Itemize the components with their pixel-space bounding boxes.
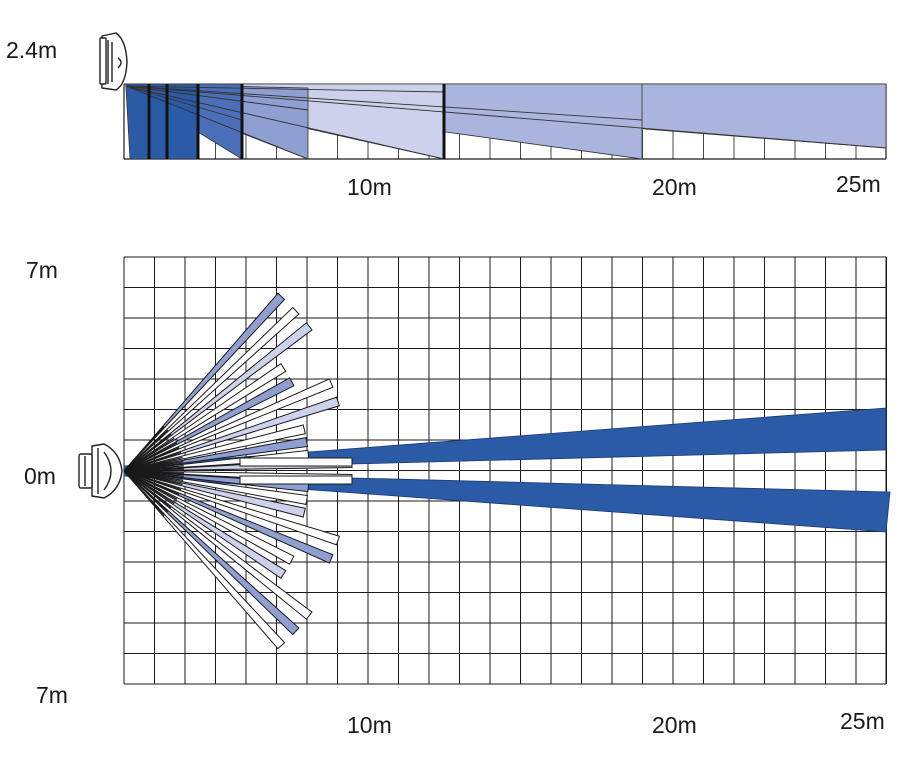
top-distance-label-10m: 10m <box>347 712 392 738</box>
side-zone-dark <box>125 83 199 160</box>
side-beam-line <box>125 85 643 121</box>
fan-beam-core <box>123 426 165 472</box>
side-distance-label-20m: 20m <box>652 174 697 200</box>
fan-center-bar <box>239 475 353 485</box>
side-beam-line <box>125 85 445 93</box>
fan-beam <box>123 470 309 505</box>
side-distance-label-25m: 25m <box>836 171 881 197</box>
fan-center-bar <box>239 457 353 467</box>
fan-beam-core <box>123 470 175 505</box>
width-top-label: 7m <box>26 257 58 283</box>
fan-beam-core <box>123 451 182 472</box>
side-distance-label-10m: 10m <box>347 174 392 200</box>
fan-beam-core <box>123 433 172 472</box>
fan-beam <box>123 424 306 472</box>
mounting-height-label: 2.4m <box>6 37 57 63</box>
fan-beam-core <box>123 442 178 472</box>
fan-beam <box>123 470 306 518</box>
fan-beam <box>123 437 309 472</box>
fan-beam-core <box>123 468 184 472</box>
fan-beam-core <box>123 470 178 500</box>
wide-angle-fan <box>123 292 353 650</box>
fan-beam-core <box>123 470 169 513</box>
fan-beam <box>123 470 341 546</box>
side-beam-line <box>125 85 243 121</box>
side-view-zones <box>125 83 887 160</box>
top-distance-label-20m: 20m <box>652 712 697 738</box>
fan-beam-core <box>123 470 182 491</box>
side-beam-line <box>125 85 309 160</box>
fan-beam-core <box>123 470 172 509</box>
top-view-grid <box>123 256 887 685</box>
center-line-label: 0m <box>24 463 56 489</box>
fan-beam-core <box>123 470 180 495</box>
fan-beam-core <box>123 470 183 486</box>
fan-beam <box>123 449 310 472</box>
side-beam-line <box>125 85 887 149</box>
fan-beam-core <box>123 429 169 472</box>
top-distance-label-25m: 25m <box>840 708 885 734</box>
fan-beam <box>123 470 334 564</box>
side-beam-line <box>125 85 309 111</box>
side-beam-line <box>125 85 445 160</box>
top-view: 7m 0m 7m 10m 20m 25m <box>24 256 891 738</box>
fan-beam <box>123 378 334 472</box>
fan-beam-core <box>123 437 175 472</box>
side-view: 2.4m 10m 20m 25m <box>6 32 887 200</box>
fan-beam <box>123 470 310 493</box>
long-range-beam-upper <box>123 407 887 471</box>
fan-beam <box>123 470 295 565</box>
fan-beam-core <box>123 470 165 516</box>
sensor-side-view-icon <box>99 32 128 91</box>
sensor-top-view-icon <box>78 443 123 499</box>
width-bottom-label: 7m <box>36 682 68 708</box>
long-range-beam-lower <box>123 471 891 533</box>
fan-beam <box>123 377 295 472</box>
fan-beam <box>123 396 341 472</box>
fan-beam-core <box>123 447 180 472</box>
